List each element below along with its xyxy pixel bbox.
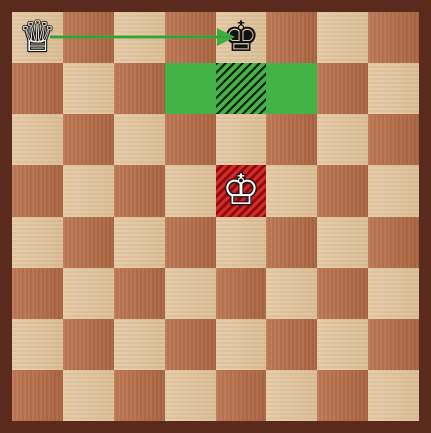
square-a6[interactable]: [12, 114, 63, 165]
square-g3[interactable]: [317, 268, 368, 319]
square-e3[interactable]: [216, 268, 267, 319]
square-b6[interactable]: [63, 114, 114, 165]
square-f3[interactable]: [266, 268, 317, 319]
square-g7[interactable]: [317, 63, 368, 114]
square-f4[interactable]: [266, 217, 317, 268]
square-d6[interactable]: [165, 114, 216, 165]
square-c1[interactable]: [114, 370, 165, 421]
square-e8[interactable]: ♚: [216, 12, 267, 63]
square-g4[interactable]: [317, 217, 368, 268]
square-c8[interactable]: [114, 12, 165, 63]
square-b7[interactable]: [63, 63, 114, 114]
square-h5[interactable]: [368, 165, 419, 216]
square-b1[interactable]: [63, 370, 114, 421]
square-f5[interactable]: [266, 165, 317, 216]
square-g5[interactable]: [317, 165, 368, 216]
square-c7[interactable]: [114, 63, 165, 114]
square-e7-highlight[interactable]: [216, 63, 267, 114]
square-d2[interactable]: [165, 319, 216, 370]
square-b5[interactable]: [63, 165, 114, 216]
square-f7-highlight[interactable]: [266, 63, 317, 114]
square-d4[interactable]: [165, 217, 216, 268]
square-b8[interactable]: [63, 12, 114, 63]
square-a8[interactable]: ♕: [12, 12, 63, 63]
square-e4[interactable]: [216, 217, 267, 268]
square-g1[interactable]: [317, 370, 368, 421]
square-d5[interactable]: [165, 165, 216, 216]
square-d8[interactable]: [165, 12, 216, 63]
square-f2[interactable]: [266, 319, 317, 370]
square-b2[interactable]: [63, 319, 114, 370]
square-h1[interactable]: [368, 370, 419, 421]
square-c3[interactable]: [114, 268, 165, 319]
square-c6[interactable]: [114, 114, 165, 165]
square-h3[interactable]: [368, 268, 419, 319]
square-e1[interactable]: [216, 370, 267, 421]
chessboard[interactable]: ♕ ♚ ♔: [12, 12, 419, 421]
square-a7[interactable]: [12, 63, 63, 114]
square-e2[interactable]: [216, 319, 267, 370]
square-c4[interactable]: [114, 217, 165, 268]
square-a1[interactable]: [12, 370, 63, 421]
square-a2[interactable]: [12, 319, 63, 370]
square-d1[interactable]: [165, 370, 216, 421]
square-h4[interactable]: [368, 217, 419, 268]
white-king-icon[interactable]: ♔: [216, 165, 267, 216]
square-a5[interactable]: [12, 165, 63, 216]
square-a3[interactable]: [12, 268, 63, 319]
square-g8[interactable]: [317, 12, 368, 63]
square-e6[interactable]: [216, 114, 267, 165]
white-queen-icon[interactable]: ♕: [12, 12, 63, 63]
square-h2[interactable]: [368, 319, 419, 370]
square-a4[interactable]: [12, 217, 63, 268]
square-h7[interactable]: [368, 63, 419, 114]
square-d7-highlight[interactable]: [165, 63, 216, 114]
square-e5-danger[interactable]: ♔: [216, 165, 267, 216]
square-b3[interactable]: [63, 268, 114, 319]
square-h6[interactable]: [368, 114, 419, 165]
square-c5[interactable]: [114, 165, 165, 216]
square-h8[interactable]: [368, 12, 419, 63]
square-g2[interactable]: [317, 319, 368, 370]
black-king-icon[interactable]: ♚: [216, 12, 267, 63]
square-g6[interactable]: [317, 114, 368, 165]
square-d3[interactable]: [165, 268, 216, 319]
square-f8[interactable]: [266, 12, 317, 63]
hatched-escape-square: [216, 63, 267, 114]
square-f6[interactable]: [266, 114, 317, 165]
square-b4[interactable]: [63, 217, 114, 268]
square-f1[interactable]: [266, 370, 317, 421]
square-c2[interactable]: [114, 319, 165, 370]
